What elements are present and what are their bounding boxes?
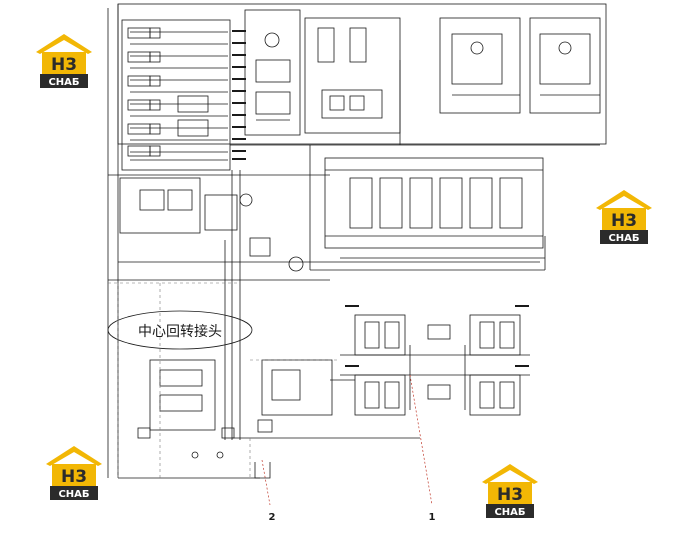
brand-logo: H3 CHAБ [32, 30, 96, 90]
center-swivel-label: 中心回转接头 [138, 323, 222, 340]
svg-text:CHAБ: CHAБ [494, 507, 525, 518]
brand-logo: H3 CHAБ [42, 442, 106, 502]
valve-bank-left [121, 19, 231, 171]
callout-1-leader [409, 374, 433, 506]
travel-motor-right-top [469, 314, 521, 356]
svg-text:CHAБ: CHAБ [48, 77, 79, 88]
svg-text:H3: H3 [51, 55, 77, 75]
main-valve-bank [324, 157, 544, 249]
pilot-block [304, 17, 401, 134]
center-swivel-joint [107, 310, 253, 350]
callout-2-leader [261, 459, 271, 506]
cylinder-block-b [529, 17, 601, 114]
svg-text:CHAБ: CHAБ [58, 489, 89, 500]
upper-frame [117, 3, 607, 145]
travel-motor-left-top [354, 314, 406, 356]
svg-text:H3: H3 [611, 211, 637, 231]
svg-text:H3: H3 [61, 467, 87, 487]
travel-valve-block [149, 359, 216, 431]
pump-block [244, 9, 301, 136]
cylinder-block-a [439, 17, 521, 114]
callout-2-label: 2 [269, 512, 276, 523]
travel-motor-left-bottom [354, 374, 406, 416]
svg-text:CHAБ: CHAБ [608, 233, 639, 244]
brand-logo: H3 CHAБ [592, 186, 656, 246]
travel-motor-right-bottom [469, 374, 521, 416]
pilot-valve-group [119, 177, 201, 234]
swing-motor-block [261, 359, 333, 416]
brand-logo: H3 CHAБ [478, 460, 542, 520]
callout-1-label: 1 [429, 512, 436, 523]
svg-text:H3: H3 [497, 485, 523, 505]
